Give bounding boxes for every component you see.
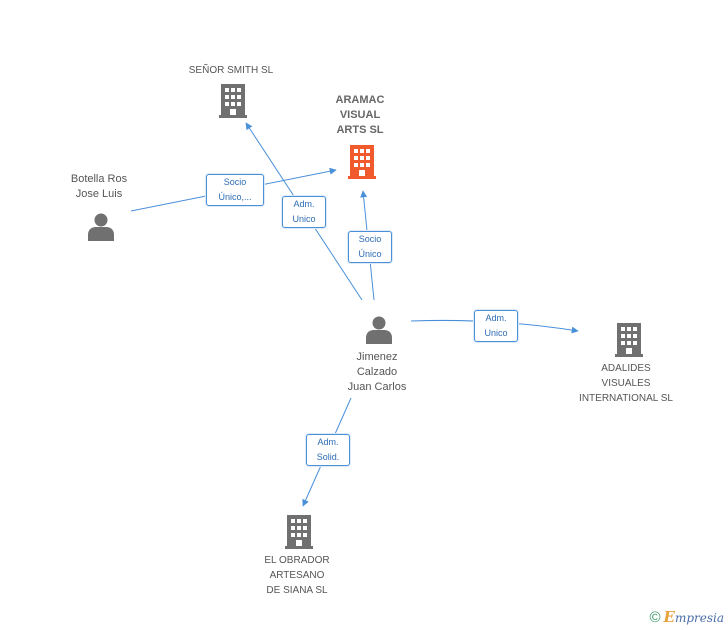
edge-label-botella-aramac[interactable]: Socio Único,... [206,174,264,206]
node-label-aramac[interactable]: ARAMAC VISUAL ARTS SL [335,94,385,136]
node-label-botella[interactable]: Botella Ros Jose Luis [70,173,128,200]
building-icon[interactable] [219,84,247,118]
edge-label-jimenez-aramac[interactable]: Socio Único [348,231,392,263]
node-label-adalides[interactable]: ADALIDES VISUALES INTERNATIONAL SL [579,363,673,404]
empresia-logo[interactable]: Empresia [663,608,725,626]
node-label-senor-smith[interactable]: SEÑOR SMITH SL [188,65,274,76]
building-icon[interactable] [285,515,313,549]
building-icon[interactable] [348,145,376,179]
building-icon[interactable] [615,323,643,357]
person-icon[interactable] [88,213,114,242]
node-label-jimenez[interactable]: Jimenez Calzado Juan Carlos [347,351,407,393]
edge-label-jimenez-adalides[interactable]: Adm. Unico [474,310,518,342]
footer-brand: © Empresia [649,608,724,626]
copyright-icon: © [649,608,661,626]
person-icon[interactable] [366,316,392,345]
edge-label-jimenez-obrador[interactable]: Adm. Solid. [306,434,350,466]
node-label-obrador[interactable]: EL OBRADOR ARTESANO DE SIANA SL [264,555,330,596]
edge-label-jimenez-senor[interactable]: Adm. Unico [282,196,326,228]
